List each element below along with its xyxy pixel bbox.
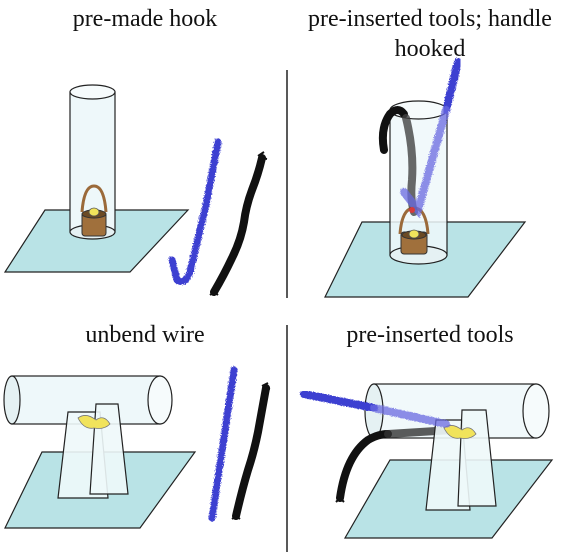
basket (80, 184, 108, 237)
black-tool-outside (336, 430, 392, 502)
food-reward (443, 425, 477, 439)
panel-top-left (3, 84, 268, 296)
food-reward (88, 207, 100, 217)
blue-tool-inside (400, 106, 450, 219)
blue-tool-outside (300, 390, 378, 412)
blue-straight-tool (208, 366, 238, 522)
panel-top-right (324, 58, 527, 298)
black-straight-tool (232, 384, 270, 520)
caption-top-right-line1: pre-inserted tools; handle (308, 6, 552, 32)
caption-top-right-line2: hooked (394, 36, 466, 62)
black-tool-outside (378, 106, 408, 154)
food-reward (408, 229, 420, 239)
panel-bottom-left (3, 366, 271, 529)
panel-bottom-right (300, 383, 554, 539)
caption-bottom-right: pre-inserted tools (346, 322, 514, 348)
caption-top-left: pre-made hook (72, 6, 218, 32)
blue-hook-tool (168, 138, 222, 285)
food-reward (77, 415, 111, 429)
blue-tool-inside (370, 404, 450, 428)
black-wire-tool (210, 154, 266, 296)
platform (3, 209, 190, 273)
caption-bottom-left: unbend wire (85, 322, 205, 348)
hook-point (409, 207, 415, 213)
blue-tool-outside (442, 58, 462, 114)
